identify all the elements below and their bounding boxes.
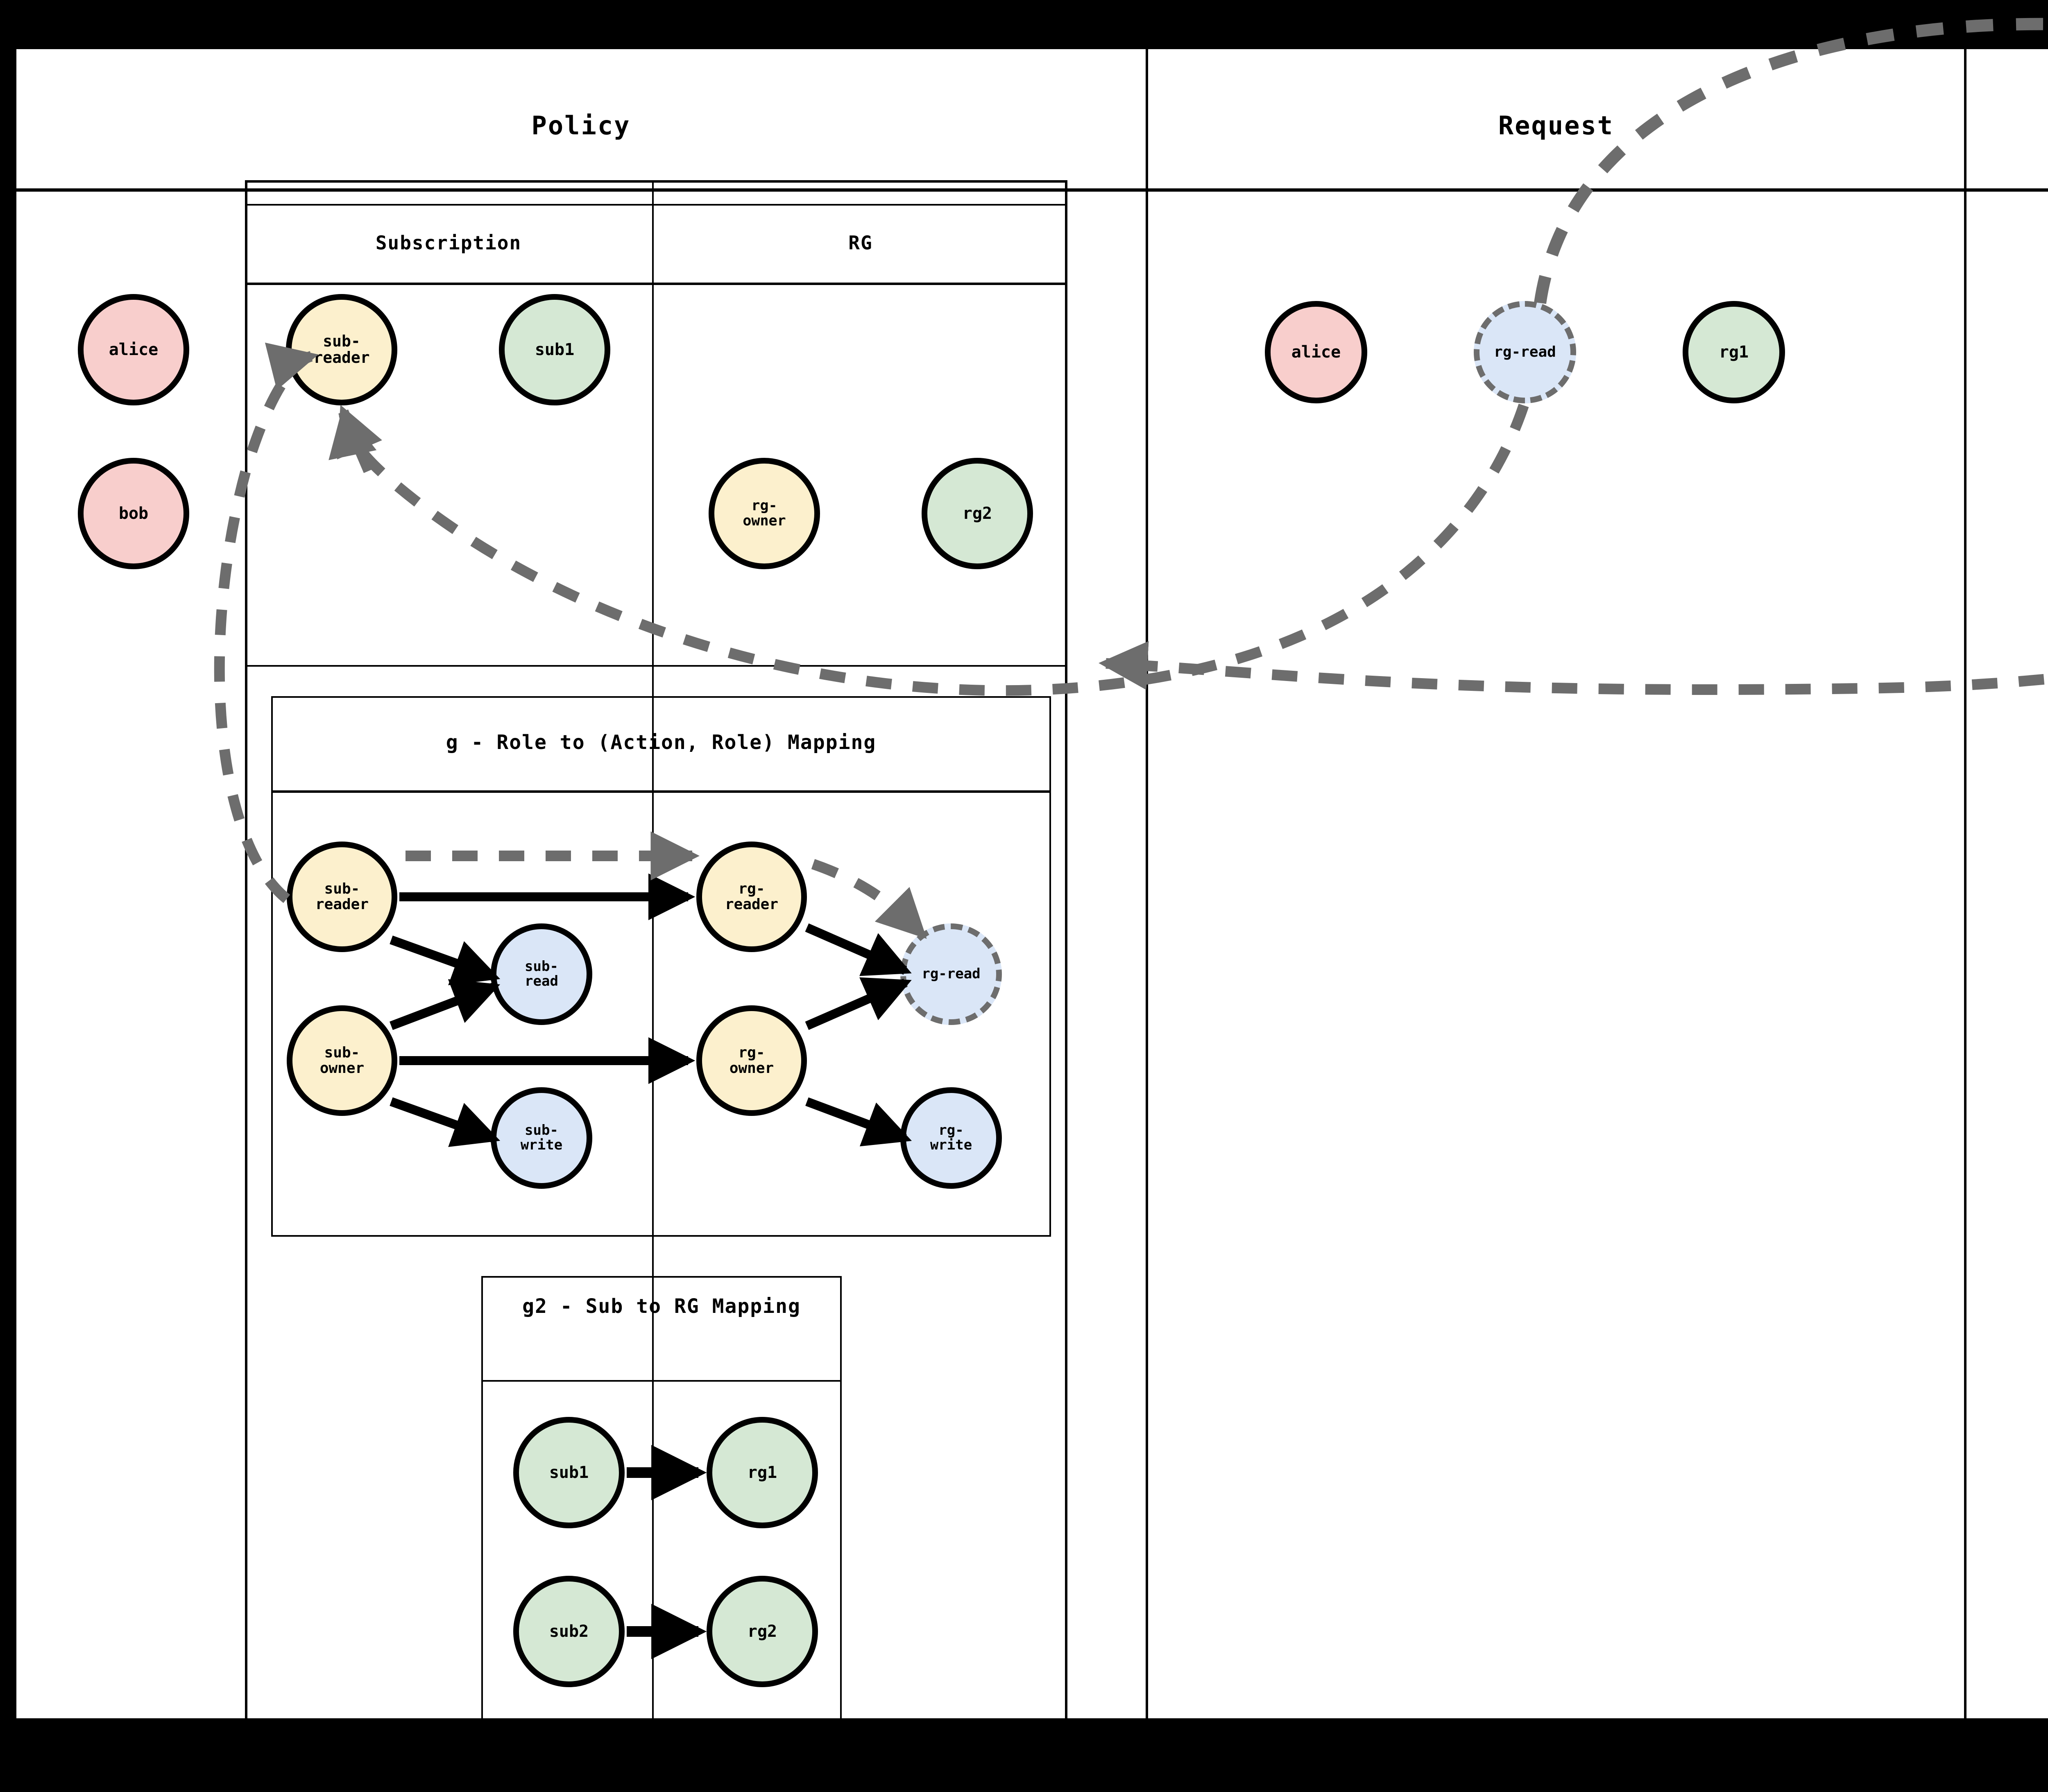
node-label: rg-reader: [725, 880, 779, 913]
node-label: sub-read: [525, 958, 558, 989]
node-label: rg-write: [930, 1122, 972, 1153]
node-label: rg-read: [1494, 344, 1556, 361]
panel-title-matching: Matching: [1966, 111, 2048, 140]
node-g-sub-read[interactable]: sub-read: [491, 923, 592, 1025]
node-label: sub-reader: [315, 880, 369, 913]
divider-policy-request: [1146, 49, 1148, 1718]
node-label: sub2: [549, 1622, 589, 1641]
node-g-rg-write[interactable]: rg-write: [900, 1087, 1002, 1189]
policy-outer-box: [245, 180, 1067, 1742]
node-request-alice[interactable]: alice: [1265, 301, 1367, 403]
panel-title-policy: Policy: [531, 111, 631, 140]
node-label: alice: [109, 340, 159, 359]
node-g2-rg2[interactable]: rg2: [707, 1576, 818, 1687]
column-header-subscription: Subscription: [375, 232, 522, 254]
node-g-rg-read[interactable]: rg-read: [900, 923, 1002, 1025]
divider-request-matching: [1964, 49, 1966, 1718]
g-mapping-title: g - Role to (Action, Role) Mapping: [446, 731, 877, 754]
g2-mapping-title: g2 - Sub to RG Mapping: [522, 1295, 801, 1318]
header-rule: [16, 188, 2048, 192]
node-sub-reader-top[interactable]: sub-reader: [286, 294, 397, 405]
node-label: rg-owner: [729, 1044, 774, 1077]
g-mapping-box: [271, 696, 1051, 1237]
node-label: rg2: [962, 504, 992, 523]
node-label: rg1: [747, 1463, 777, 1482]
node-g2-sub2[interactable]: sub2: [513, 1576, 625, 1687]
column-header-rg: RG: [848, 232, 873, 254]
node-g-sub-owner[interactable]: sub-owner: [287, 1005, 397, 1116]
node-label: bob: [118, 504, 149, 523]
node-label: sub-reader: [313, 332, 370, 367]
node-g-sub-reader[interactable]: sub-reader: [287, 842, 397, 952]
node-policy-alice[interactable]: alice: [78, 294, 189, 405]
subscription-rg-header-rule: [245, 283, 1067, 285]
node-label: rg2: [747, 1622, 777, 1641]
panel-title-request: Request: [1498, 111, 1614, 140]
node-label: rg-owner: [743, 498, 786, 529]
node-rg2-top[interactable]: rg2: [922, 458, 1033, 569]
node-label: rg1: [1719, 343, 1749, 362]
node-request-rg1[interactable]: rg1: [1683, 301, 1785, 403]
g-mapping-header-rule: [271, 790, 1051, 793]
policy-column-split: [652, 180, 654, 1742]
node-request-rg-read[interactable]: rg-read: [1474, 301, 1576, 403]
subscription-rg-table: [245, 204, 1067, 667]
node-g-sub-write[interactable]: sub-write: [491, 1087, 592, 1189]
node-sub1-top[interactable]: sub1: [499, 294, 610, 405]
g2-mapping-header-rule: [481, 1380, 842, 1382]
node-label: alice: [1291, 343, 1341, 362]
node-g-rg-reader[interactable]: rg-reader: [696, 842, 807, 952]
node-label: sub-write: [520, 1122, 563, 1153]
node-g2-sub1[interactable]: sub1: [513, 1417, 625, 1528]
node-label: sub-owner: [319, 1044, 365, 1077]
node-g-rg-owner[interactable]: rg-owner: [696, 1005, 807, 1116]
node-g2-rg1[interactable]: rg1: [707, 1417, 818, 1528]
node-label: sub1: [535, 340, 575, 359]
node-rg-owner-top[interactable]: rg-owner: [709, 458, 820, 569]
node-label: rg-read: [922, 966, 981, 982]
node-label: sub1: [549, 1463, 589, 1482]
node-policy-bob[interactable]: bob: [78, 458, 189, 569]
g2-mapping-box: [481, 1276, 842, 1722]
